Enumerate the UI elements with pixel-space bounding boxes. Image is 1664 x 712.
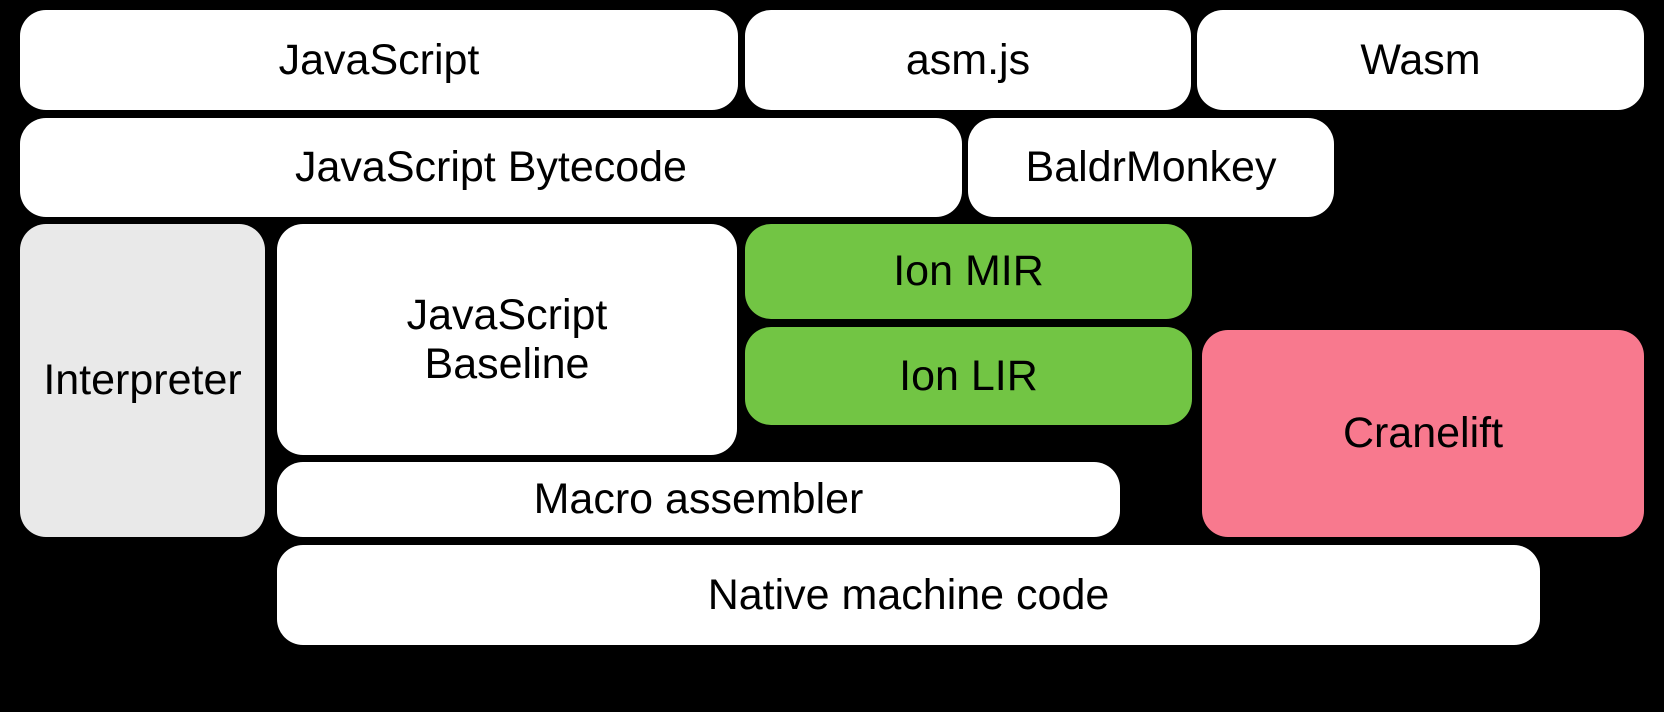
node-label: JavaScript <box>278 35 480 84</box>
node-ion-lir[interactable]: Ion LIR <box>745 327 1192 425</box>
node-label: Interpreter <box>43 356 242 405</box>
node-baldrmonkey[interactable]: BaldrMonkey <box>968 118 1334 217</box>
node-wasm[interactable]: Wasm <box>1197 10 1644 110</box>
node-label: BaldrMonkey <box>1025 143 1277 192</box>
node-cranelift[interactable]: Cranelift <box>1202 330 1644 537</box>
node-javascript-bytecode[interactable]: JavaScript Bytecode <box>20 118 962 217</box>
node-macro-assembler[interactable]: Macro assembler <box>277 462 1120 537</box>
node-label: Cranelift <box>1342 409 1504 458</box>
node-label: Ion MIR <box>893 247 1044 296</box>
node-label: Wasm <box>1360 35 1481 84</box>
node-label: Ion LIR <box>899 351 1038 400</box>
node-javascript-baseline[interactable]: JavaScript Baseline <box>277 224 737 455</box>
node-label: Macro assembler <box>533 475 864 524</box>
node-label: JavaScript Baseline <box>406 291 608 388</box>
node-asmjs[interactable]: asm.js <box>745 10 1191 110</box>
node-label: asm.js <box>905 35 1031 84</box>
node-javascript[interactable]: JavaScript <box>20 10 738 110</box>
node-label: JavaScript Bytecode <box>295 143 687 192</box>
node-interpreter[interactable]: Interpreter <box>20 224 265 537</box>
node-ion-mir[interactable]: Ion MIR <box>745 224 1192 319</box>
node-label: Native machine code <box>707 570 1110 619</box>
node-native-machine-code[interactable]: Native machine code <box>277 545 1540 645</box>
